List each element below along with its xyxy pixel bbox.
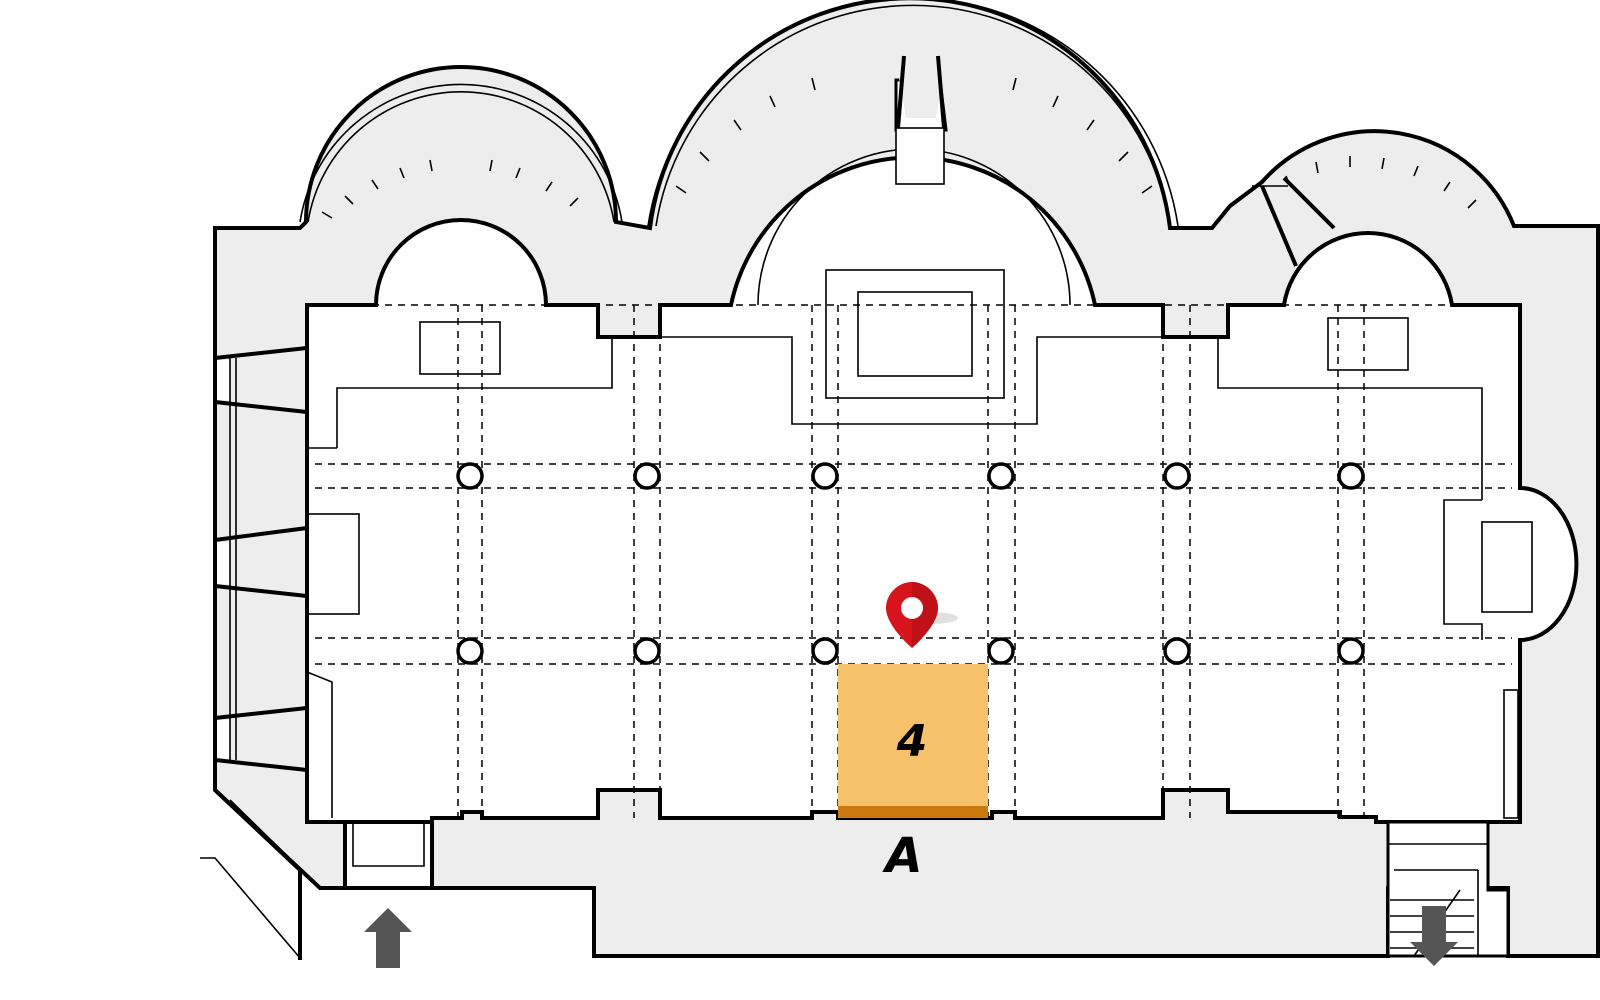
left-buttresses bbox=[200, 346, 321, 960]
column bbox=[633, 637, 661, 665]
column bbox=[1163, 637, 1191, 665]
bay-4-area[interactable] bbox=[838, 664, 988, 814]
column bbox=[987, 637, 1015, 665]
highlighted-bay: 4 A bbox=[838, 664, 988, 884]
altar-table bbox=[857, 291, 973, 377]
room-label: 4 bbox=[896, 716, 928, 767]
column bbox=[456, 637, 484, 665]
columns bbox=[456, 462, 1365, 665]
nave-floor bbox=[305, 155, 1579, 824]
right-side-altar bbox=[1327, 317, 1409, 371]
column bbox=[987, 462, 1015, 490]
column bbox=[633, 462, 661, 490]
arrow-up-icon bbox=[364, 908, 412, 968]
column bbox=[1337, 637, 1365, 665]
right-altar-niche bbox=[1481, 521, 1533, 613]
central-niche bbox=[894, 55, 948, 185]
location-pin-icon[interactable] bbox=[886, 582, 958, 648]
wall-label: A bbox=[881, 828, 922, 884]
column bbox=[811, 462, 839, 490]
column bbox=[811, 637, 839, 665]
apse-outlines bbox=[299, 0, 1477, 306]
right-apse-details bbox=[1252, 176, 1336, 267]
column bbox=[1163, 462, 1191, 490]
column bbox=[1337, 462, 1365, 490]
wall-a-segment[interactable] bbox=[838, 806, 988, 818]
left-door-niche bbox=[306, 513, 360, 615]
interior-outlines bbox=[306, 269, 1533, 819]
arrow-down-icon bbox=[1410, 906, 1458, 966]
outer-walls bbox=[213, 0, 1600, 958]
column bbox=[456, 462, 484, 490]
left-side-altar bbox=[419, 321, 501, 375]
altar-platform bbox=[825, 269, 1005, 399]
